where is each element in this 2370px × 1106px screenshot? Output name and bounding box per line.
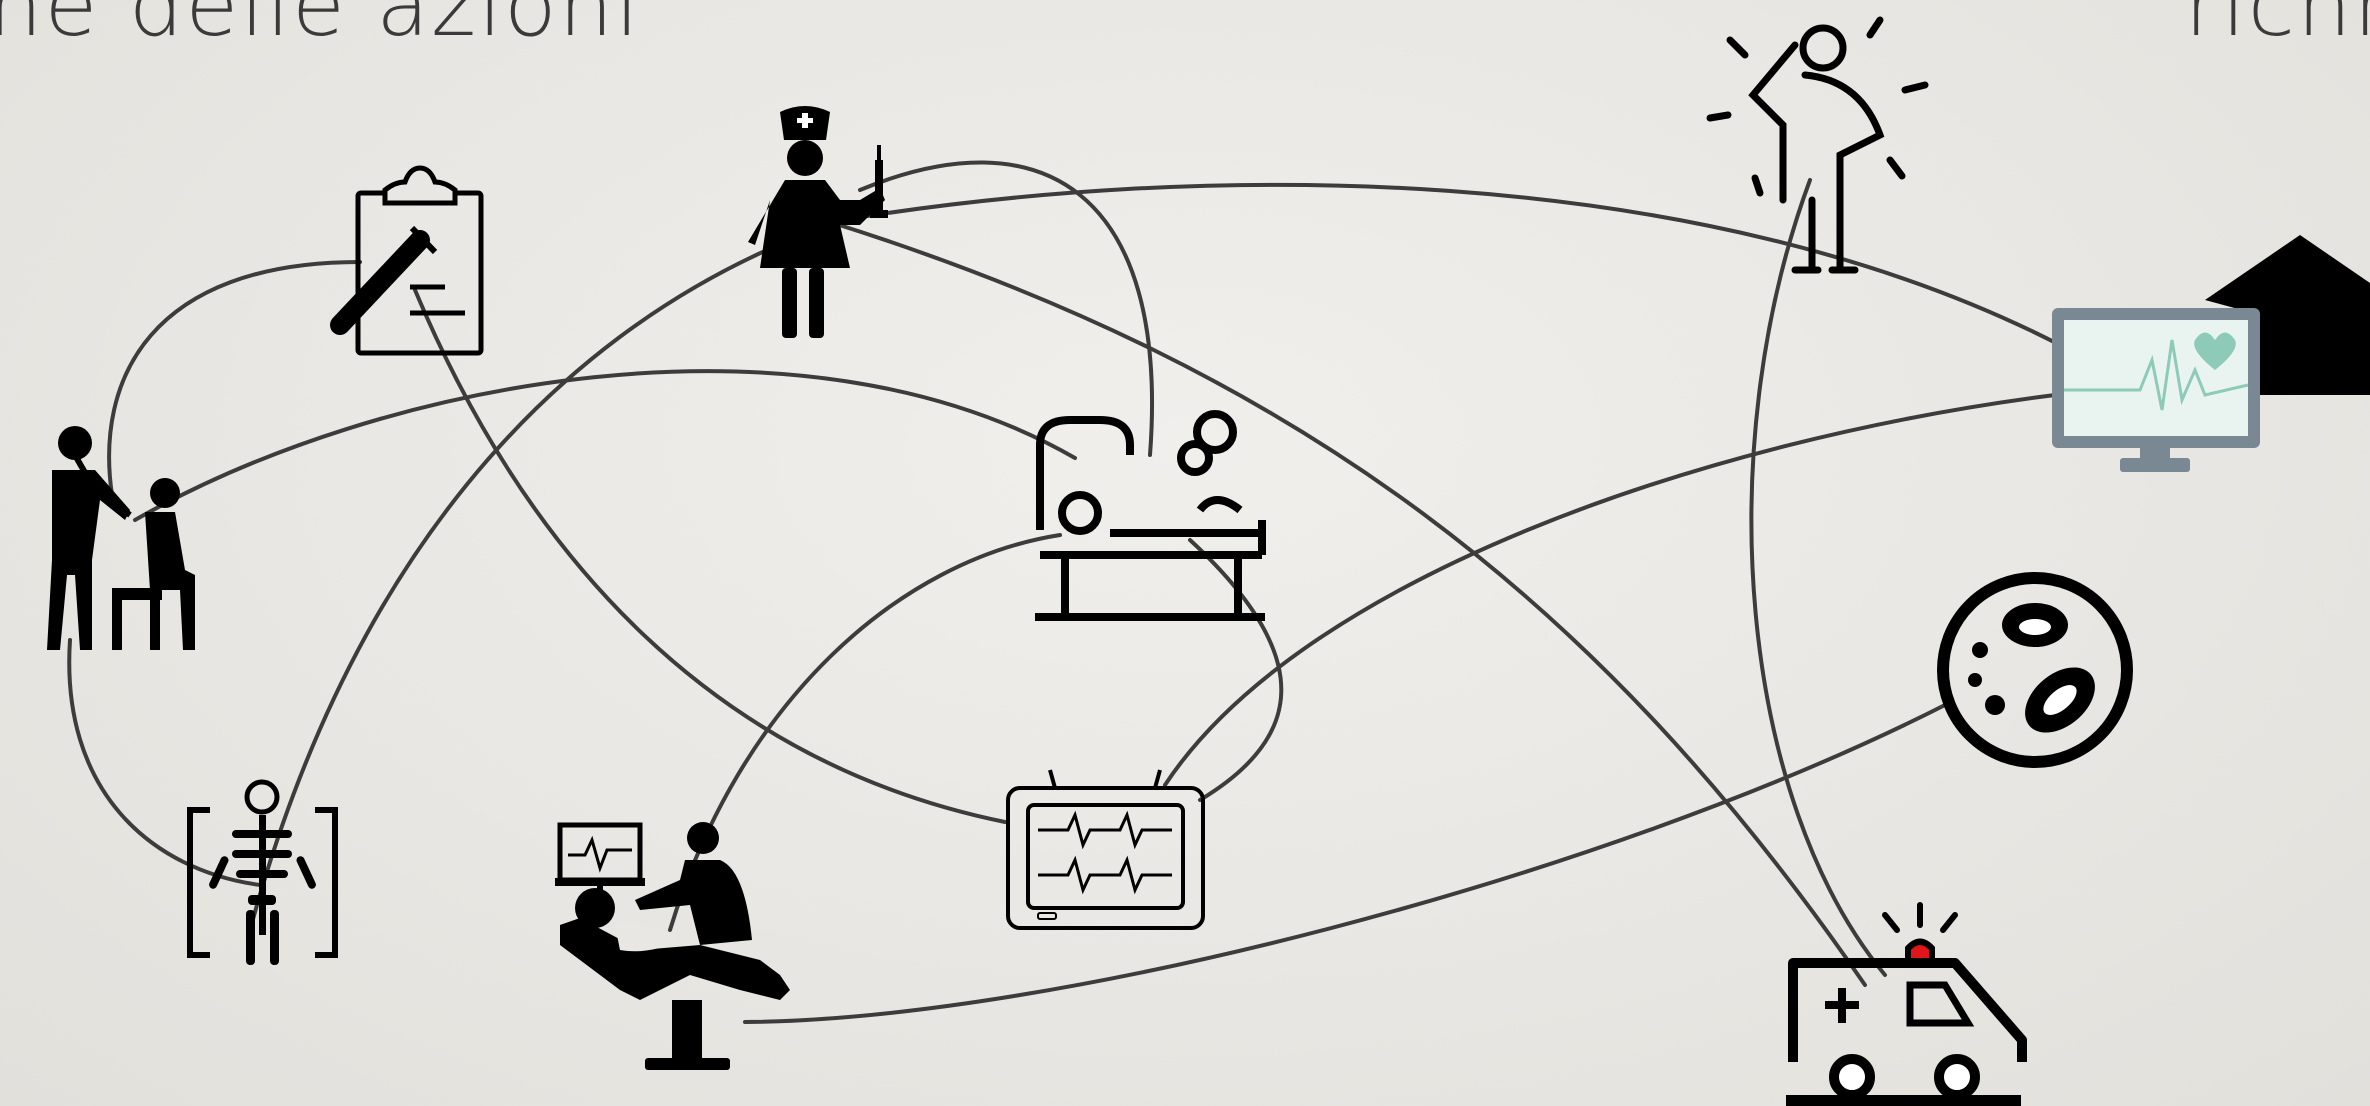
connection-doctor-surgery <box>135 371 1075 520</box>
bacteria-cell-icon <box>1943 578 2127 762</box>
connection-nurse-surgery <box>860 162 1152 455</box>
home-telemonitoring-icon <box>2052 235 2370 472</box>
connection-bacteria-dentist <box>745 705 1945 1022</box>
dentist-chair-icon <box>555 822 790 1070</box>
connection-nurse-ambulance <box>830 222 1865 985</box>
ecg-monitor-icon <box>1008 770 1203 928</box>
connection-doctor-xray <box>69 640 260 885</box>
nurse-with-syringe-icon <box>748 106 888 338</box>
ambulance-icon <box>1786 905 2022 1106</box>
connection-home-ecg <box>1165 395 2055 785</box>
connection-nurse-home <box>830 185 2060 345</box>
connection-doctor-lab <box>109 262 360 495</box>
doctor-with-patient-icon <box>47 426 195 650</box>
